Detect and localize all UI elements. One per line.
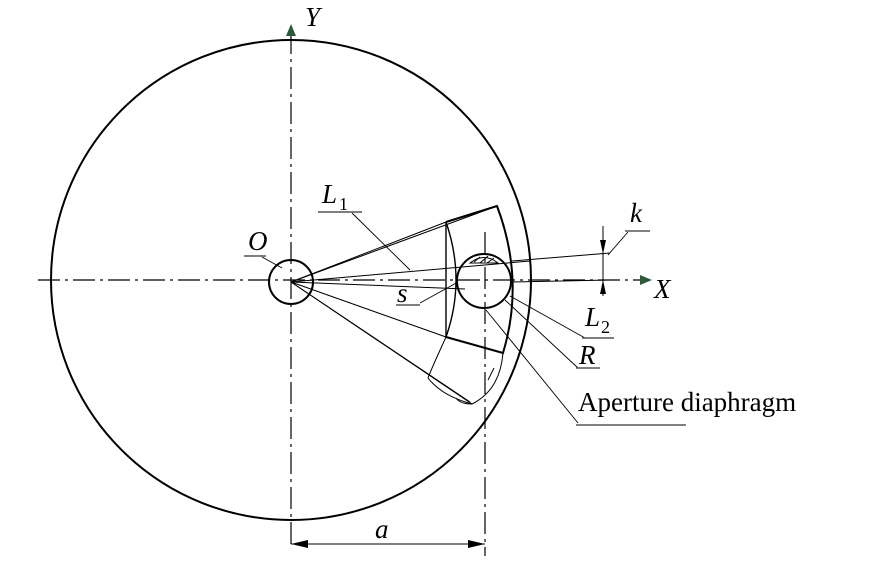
r-leader: [504, 299, 579, 369]
lower-swept-edge: [427, 377, 473, 405]
lower-swept-curve: [455, 352, 504, 405]
aperture-leader: [485, 309, 579, 424]
ray-upper: [290, 205, 498, 283]
ray-near-axis-lower: [290, 281, 466, 290]
ray-upper-2: [290, 221, 447, 283]
aperture-label: Aperture diaphragm: [578, 387, 796, 417]
k-extension-upper: [511, 252, 611, 262]
ray-lower-long-2: [290, 281, 471, 403]
k-arrow-bottom-icon: [600, 280, 606, 294]
lower-swept-arc: [427, 336, 447, 379]
l1-label: L: [321, 179, 337, 209]
l1-leader: [351, 212, 411, 271]
sector-inner-arc: [445, 221, 457, 338]
y-axis-label: Y: [305, 2, 323, 32]
ray-lower: [290, 281, 447, 338]
a-label: a: [375, 514, 389, 544]
k-arrow-top-icon: [600, 240, 606, 254]
aperture-circle: [456, 253, 512, 309]
origin-circle: [268, 259, 314, 305]
o-leader: [261, 256, 283, 269]
aperture-hatch-1: [473, 256, 481, 263]
lower-swept-connect: [487, 367, 495, 381]
l2-subscript: 2: [601, 317, 610, 337]
s-label: s: [397, 278, 408, 308]
k-extension-lower: [511, 279, 611, 283]
a-arrow-right-icon: [468, 540, 485, 548]
x-axis-arrow-icon: [640, 275, 652, 285]
y-axis-arrow-icon: [286, 24, 296, 36]
s-leader: [419, 281, 459, 304]
x-axis-label: X: [653, 274, 672, 304]
ray-near-axis-upper: [290, 260, 531, 283]
aperture-hatch-3: [486, 257, 495, 264]
k-label: k: [630, 198, 643, 228]
origin-label: O: [248, 226, 268, 256]
l1-subscript: 1: [339, 194, 348, 214]
sector-outline: [445, 204, 514, 355]
r-label: R: [578, 340, 596, 370]
aperture-hatch-2: [479, 255, 489, 264]
l2-leader: [509, 295, 586, 339]
k-leader: [607, 231, 629, 256]
a-arrow-left-icon: [291, 540, 308, 548]
l2-label: L: [584, 302, 600, 332]
